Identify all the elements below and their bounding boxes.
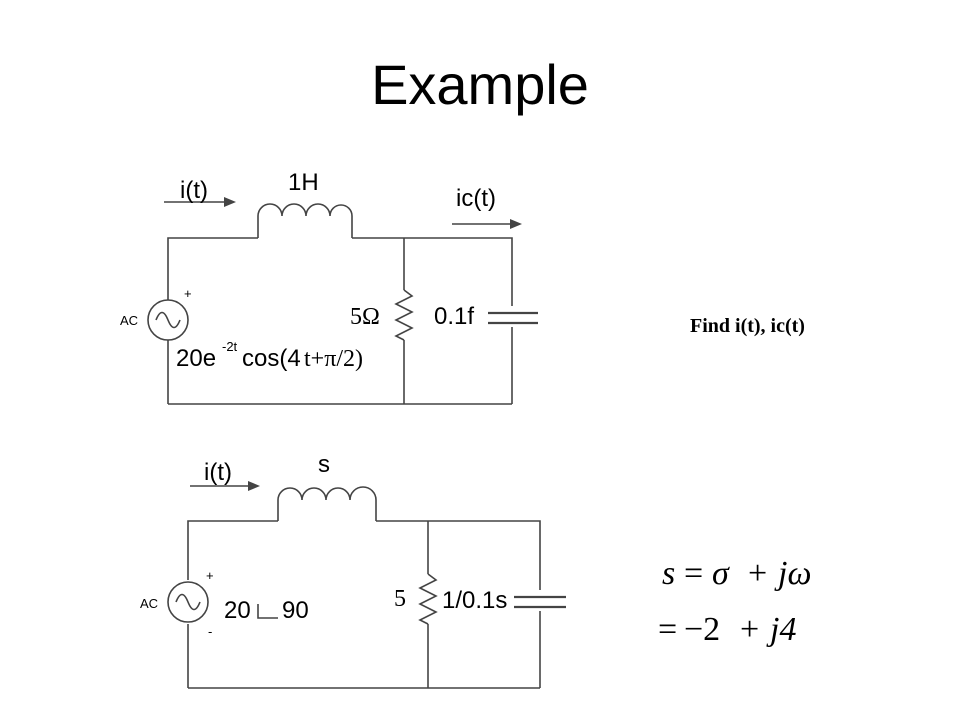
circuit1-plus-sign: +	[184, 286, 192, 301]
circuit2-wire-top-left	[187, 520, 278, 580]
circuit2-source-magnitude: 20	[224, 597, 251, 624]
circuit1-ac-source-sine-icon	[155, 311, 181, 329]
equation-line1-sigma: σ	[712, 555, 730, 592]
circuit1-source-phase: t+π/2)	[304, 346, 363, 372]
circuit1-source-amplitude: 20e	[176, 345, 216, 372]
circuit2-current-arrowhead	[248, 481, 260, 491]
circuit2-resistor-label: 5	[394, 586, 406, 612]
circuit1-source-cos: cos(4	[242, 345, 301, 372]
equation-line1-plus: +	[748, 555, 767, 592]
circuit1-wire-top-left	[167, 237, 258, 300]
circuit2-source-type: AC	[140, 596, 158, 611]
circuit1-resistor-label: 5Ω	[350, 304, 380, 330]
equation-block: s = σ + jω = −2 + j4	[658, 555, 811, 648]
circuit2-resistor	[418, 573, 438, 625]
circuit1-current-arrowhead	[224, 197, 236, 207]
circuit2-current-label: i(t)	[204, 459, 232, 486]
circuit1-cap-current-label: ic(t)	[456, 185, 496, 212]
circuit1-current-label: i(t)	[180, 177, 208, 204]
slide-title: Example	[371, 53, 589, 116]
circuit1-inductor	[257, 203, 353, 238]
circuit1-cap-current-arrowhead	[510, 219, 522, 229]
task-statement: Find i(t), ic(t)	[690, 315, 805, 337]
circuit2-plus-sign: +	[206, 568, 214, 583]
circuit-1: i(t) 1H ic(t) AC + 5Ω 0.1f 20e -2t cos(4…	[120, 169, 538, 405]
circuit1-inductor-label: 1H	[288, 169, 319, 196]
circuit1-capacitor-label: 0.1f	[434, 303, 474, 330]
circuit2-inductor	[277, 486, 377, 521]
circuit2-inductor-label: s	[318, 451, 330, 478]
circuit1-wire-top-right	[352, 237, 513, 306]
circuit2-wire-top-right	[376, 520, 541, 590]
equation-line2-equals: =	[658, 611, 677, 648]
equation-line1-jomega: jω	[774, 555, 811, 592]
equation-line2-real: −2	[684, 611, 720, 648]
circuit1-ac-source	[147, 299, 189, 341]
circuit2-source-angle: 90	[282, 597, 309, 624]
circuit2-capacitor-label: 1/0.1s	[442, 587, 507, 614]
equation-line2-imag: j4	[766, 611, 796, 648]
circuit1-resistor	[394, 289, 414, 341]
circuit2-angle-symbol	[257, 604, 278, 619]
circuit1-source-type: AC	[120, 313, 138, 328]
equation-line2-plus: +	[740, 611, 759, 648]
circuit2-ac-source	[167, 581, 209, 623]
circuit1-source-exponent: -2t	[222, 339, 238, 354]
circuit-2: i(t) s AC + - 20 90 5 1/0.1s	[140, 451, 566, 689]
circuit2-minus-sign: -	[208, 624, 212, 639]
circuit2-ac-source-sine-icon	[175, 593, 201, 611]
equation-line1-lhs: s	[662, 555, 675, 592]
equation-line1-equals: =	[684, 555, 703, 592]
